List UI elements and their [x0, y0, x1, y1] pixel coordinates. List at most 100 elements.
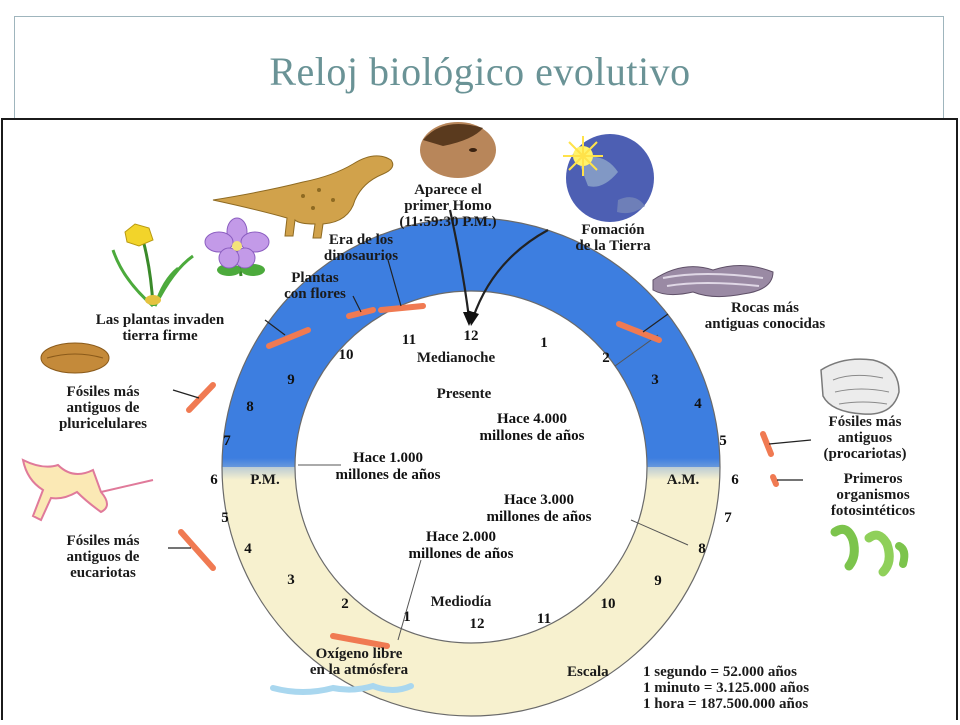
scale-line2: 1 minuto = 3.125.000 años	[643, 680, 809, 696]
hour-10-pm: 10	[339, 347, 354, 363]
prokaryote-fossil-illustration	[820, 358, 900, 415]
dinosaur-spots	[301, 188, 335, 210]
fossil-eukaryote-filament	[100, 479, 154, 493]
pm-label: P.M.	[250, 472, 280, 488]
marker-plantas-tierra	[266, 327, 311, 349]
slide-title: Reloj biológico evolutivo	[269, 49, 691, 94]
fossil-prokaryote	[820, 358, 900, 415]
earth-illustration	[563, 134, 654, 222]
dinosaurios-line2: dinosaurios	[324, 248, 398, 264]
pointer-plantas-flores	[352, 295, 362, 313]
daffodil-leaf-2	[153, 254, 194, 307]
hace-3000-line2: millones de años	[486, 509, 591, 525]
hour-3-am: 3	[651, 372, 659, 388]
clock-labels: 12 Medianoche Presente 1 2 3 4 5 A.M. 6 …	[210, 328, 739, 632]
daffodil-flower	[124, 223, 154, 247]
cyanobacteria-1	[830, 524, 859, 571]
scale-line3: 1 hora = 187.500.000 años	[643, 696, 808, 712]
marker-fotosinteticos	[770, 474, 779, 487]
hour-3-pm: 3	[287, 572, 295, 588]
line-3000	[630, 519, 689, 546]
pointer-lines	[168, 209, 812, 549]
fossil-eukaryote	[21, 458, 108, 522]
eukaryote-fossil-illustration	[21, 458, 154, 522]
plantas-flores-line2: con flores	[284, 286, 346, 302]
daffodil-bulb	[145, 295, 161, 305]
sun-ray-4	[568, 141, 598, 171]
photosynthetic-organisms-illustration	[830, 524, 909, 577]
ancient-rocks	[652, 265, 774, 298]
marker-dinosaurios	[378, 303, 426, 313]
pointer-procariotas	[768, 439, 812, 445]
hour-11-pm: 11	[402, 332, 416, 348]
pointer-pluricelulares	[172, 389, 200, 399]
dinosaur-illustration	[212, 155, 394, 239]
hace-1000-line2: millones de años	[335, 467, 440, 483]
flower-illustration	[204, 217, 270, 277]
inner-time-lines	[298, 334, 689, 641]
homo-hair	[423, 124, 483, 146]
earth-cloud-2	[617, 197, 645, 214]
marker-procariotas	[760, 431, 774, 457]
daffodil-illustration	[111, 223, 194, 308]
hace-4000-line2: millones de años	[479, 428, 584, 444]
hour-6-am: 6	[731, 472, 739, 488]
prokaryote-line-2	[834, 388, 890, 393]
dinosaurios-line1: Era de los	[329, 232, 393, 248]
inner-era-labels: Hace 4.000 millones de años Hace 1.000 m…	[335, 411, 591, 562]
marker-eucariotas	[178, 529, 216, 571]
pointer-plantas-tierra	[264, 319, 286, 336]
hour-10-am: 10	[601, 596, 616, 612]
hour-9-pm: 9	[287, 372, 295, 388]
hour-4-am: 4	[694, 396, 702, 412]
fossil-pluricellular-ridge	[46, 353, 104, 359]
fossil-pluricellular	[40, 342, 110, 374]
marker-rocas	[616, 321, 662, 343]
oxigeno-line2: en la atmósfera	[310, 662, 409, 678]
hour-2-am: 2	[602, 350, 610, 366]
ring-inner-disc	[294, 290, 648, 644]
eucariotas-line1: Fósiles más	[67, 533, 140, 549]
marker-oxigeno	[330, 633, 390, 649]
hour-12-top: 12	[464, 328, 479, 344]
scale-line1: 1 segundo = 52.000 años	[643, 664, 797, 680]
tierra-line2: de la Tierra	[575, 238, 651, 254]
petal-5	[218, 247, 240, 269]
pointer-homo	[448, 209, 471, 319]
hour-4-pm: 4	[244, 541, 252, 557]
dino-spot-1	[301, 194, 305, 198]
oxygen-illustration	[270, 682, 414, 695]
pointer-rocas	[642, 313, 669, 333]
hour-12-bottom: 12	[470, 616, 485, 632]
dino-spot-3	[331, 198, 335, 202]
pluricelulares-line1: Fósiles más	[67, 384, 140, 400]
mediodia-label: Mediodía	[431, 594, 492, 610]
hour-1-pm: 1	[403, 609, 411, 625]
hour-5-pm: 5	[221, 510, 229, 526]
cyanobacteria-3	[895, 542, 909, 568]
rocas-line2: antiguas conocidas	[705, 316, 826, 332]
clock-ring	[221, 217, 721, 717]
line-2000	[397, 559, 422, 641]
pluricelulares-line2: antiguos de	[67, 400, 140, 416]
hour-11-am: 11	[537, 611, 551, 627]
scale-label: Escala	[567, 664, 609, 680]
am-label: A.M.	[667, 472, 700, 488]
hour-2-pm: 2	[341, 596, 349, 612]
plantas-flores-line1: Plantas	[291, 270, 339, 286]
rocks-illustration	[652, 265, 774, 298]
procariotas-line2: antiguos	[838, 430, 892, 446]
fotosinteticos-line2: organismos	[836, 487, 910, 503]
flower-petals	[204, 217, 270, 269]
scale-legend: Escala 1 segundo = 52.000 años 1 minuto …	[567, 664, 809, 712]
homo-eye	[469, 148, 477, 152]
hour-5-am: 5	[719, 433, 727, 449]
ring-outer-edge	[221, 217, 721, 717]
pluricellular-fossil-illustration	[40, 342, 110, 374]
eucariotas-line3: eucariotas	[70, 565, 136, 581]
eucariotas-line2: antiguos de	[67, 549, 140, 565]
rocas-line1: Rocas más	[731, 300, 799, 316]
marker-pluricelulares	[186, 382, 216, 413]
pointer-tierra	[471, 229, 549, 319]
hour-7-pm: 7	[223, 433, 231, 449]
